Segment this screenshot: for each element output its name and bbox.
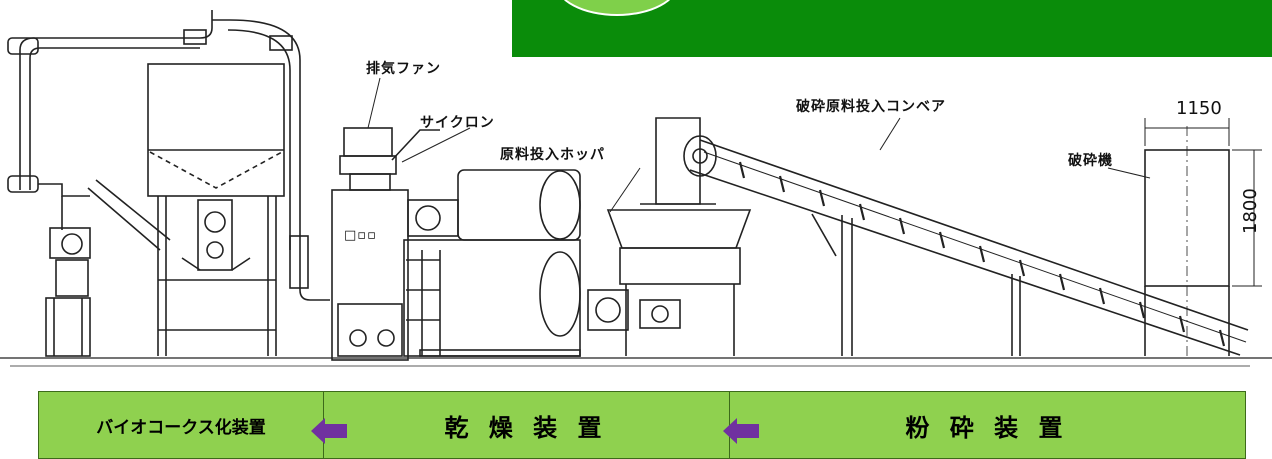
process-bar: バイオコークス化装置 乾 燥 装 置 粉 砕 装 置 <box>38 391 1246 459</box>
label-exhaust-fan: 排気ファン <box>366 61 441 77</box>
label-cyclone: サイクロン <box>420 115 495 131</box>
equipment-drawing <box>0 10 1272 367</box>
section-crushing-label: 粉 砕 装 置 <box>905 413 1069 442</box>
arrow-left-icon <box>311 418 347 444</box>
hopper-machine <box>587 117 752 356</box>
crusher-machine <box>1144 118 1262 356</box>
section-drying-label: 乾 燥 装 置 <box>444 413 608 442</box>
conveyor-machine <box>683 135 1249 356</box>
dimension-height: 1800 <box>1240 188 1261 234</box>
label-conveyor: 破砕原料投入コンベア <box>796 99 946 115</box>
label-crusher: 破砕機 <box>1068 153 1113 169</box>
label-hopper: 原料投入ホッパ <box>500 147 605 163</box>
arrow-left-icon <box>723 418 759 444</box>
section-drying: 乾 燥 装 置 <box>323 392 729 458</box>
bio-coke-machine <box>7 10 330 357</box>
section-crushing: 粉 砕 装 置 <box>729 392 1245 458</box>
dryer-machine <box>331 127 581 361</box>
dimension-width: 1150 <box>1176 98 1222 119</box>
section-bio-coke: バイオコークス化装置 <box>39 392 323 458</box>
control-panel-symbol: □▫▫ <box>344 228 377 243</box>
section-bio-coke-label: バイオコークス化装置 <box>96 417 266 438</box>
